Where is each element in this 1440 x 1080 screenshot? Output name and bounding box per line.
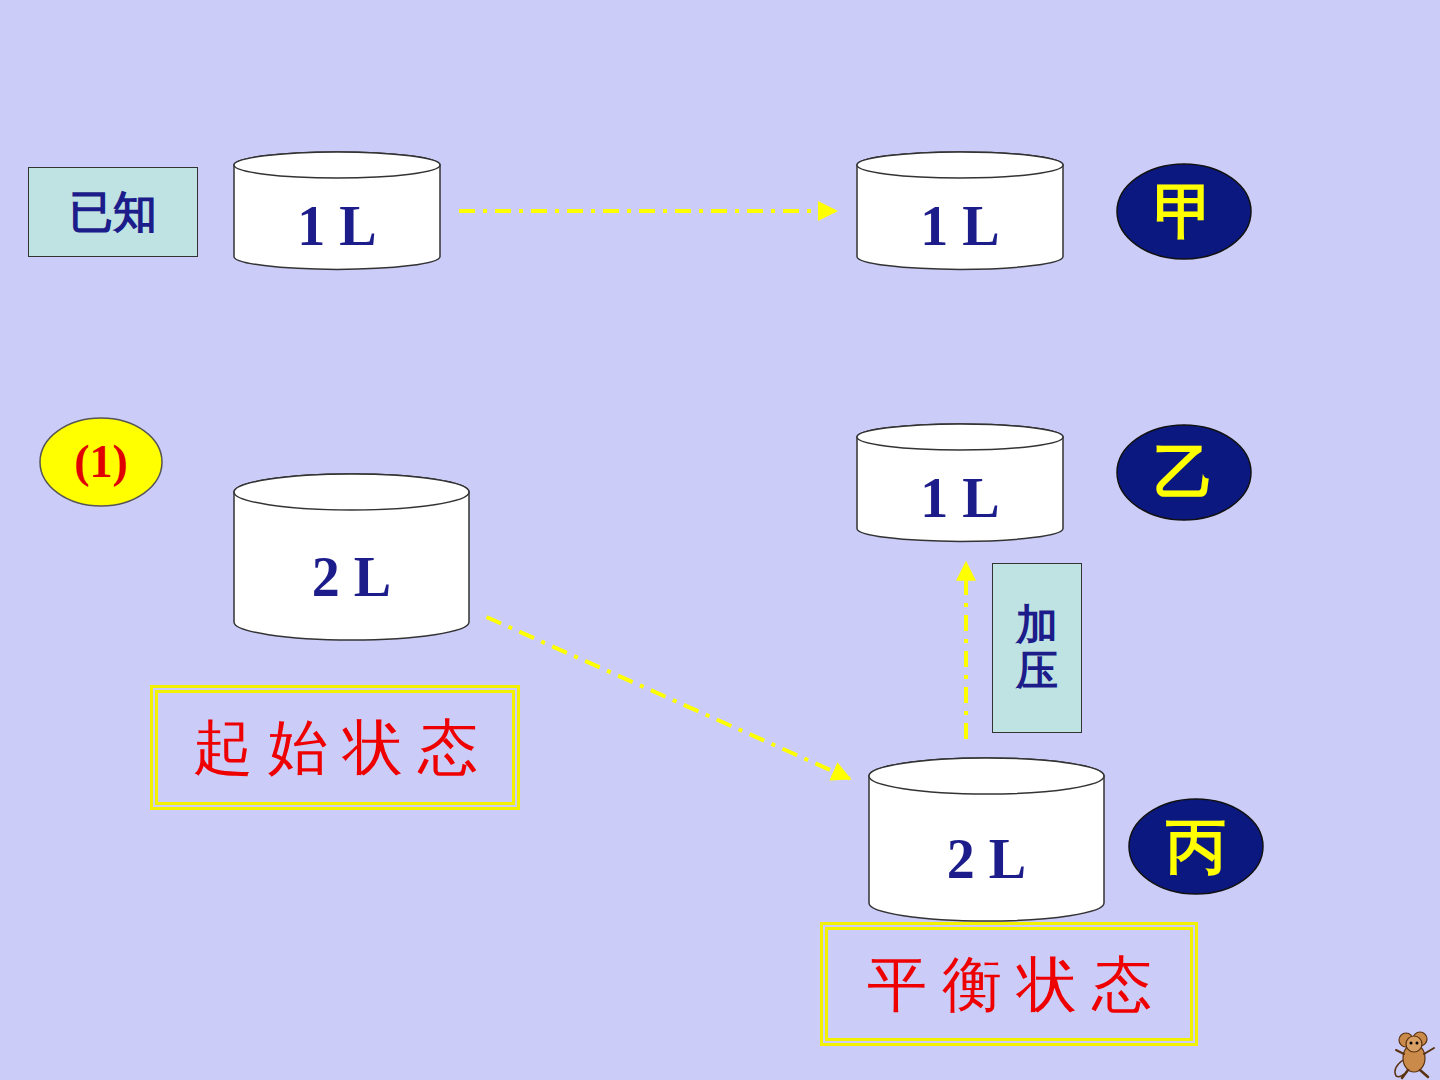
node-text: (1) [74,436,128,489]
container-cylinder: 2 L [233,473,470,641]
node-text: 1 L [920,466,999,530]
state-badge: 丙 [1128,798,1264,895]
container-cylinder: 1 L [233,151,441,270]
cylinder-body [869,758,1104,921]
cylinder-top [857,152,1063,178]
cylinder-top [857,424,1063,450]
stage-caption-box: 平衡状态 [820,922,1198,1046]
node-text: 已知 [69,187,157,238]
node-text: 加压 [1016,602,1058,694]
action-tag: 加压 [992,563,1082,733]
container-cylinder: 1 L [856,423,1064,542]
ellipse-fill [40,418,162,506]
node-text: 平衡状态 [867,950,1167,1019]
case-number: (1) [39,417,163,507]
given-tag: 已知 [28,167,198,257]
stage-caption-box: 起始状态 [150,685,520,810]
node-text: 1 L [297,194,376,258]
cylinder-body [234,474,469,640]
node-text: 起始状态 [193,713,493,782]
container-cylinder: 1 L [856,151,1064,270]
flow-arrow [486,617,849,779]
cylinder-body [857,424,1063,541]
node-text: 1 L [920,194,999,258]
ellipse-fill [1117,425,1251,520]
container-cylinder: 2 L [868,757,1105,922]
cylinder-top [869,758,1104,794]
node-text: 2 L [947,827,1026,891]
ellipse-fill [1129,799,1263,894]
cylinder-body [857,152,1063,269]
flow-arrow [964,563,968,739]
cylinder-top [234,152,440,178]
flow-arrow [459,209,836,213]
state-badge: 乙 [1116,424,1252,521]
cylinder-top [234,474,469,510]
node-text: 甲 [1154,177,1214,246]
mouse-icon [1395,1032,1434,1078]
state-badge: 甲 [1116,163,1252,260]
ellipse-fill [1117,164,1251,259]
cylinder-body [234,152,440,269]
node-text: 2 L [312,545,391,609]
node-text: 乙 [1154,438,1214,507]
node-text: 丙 [1166,812,1226,881]
